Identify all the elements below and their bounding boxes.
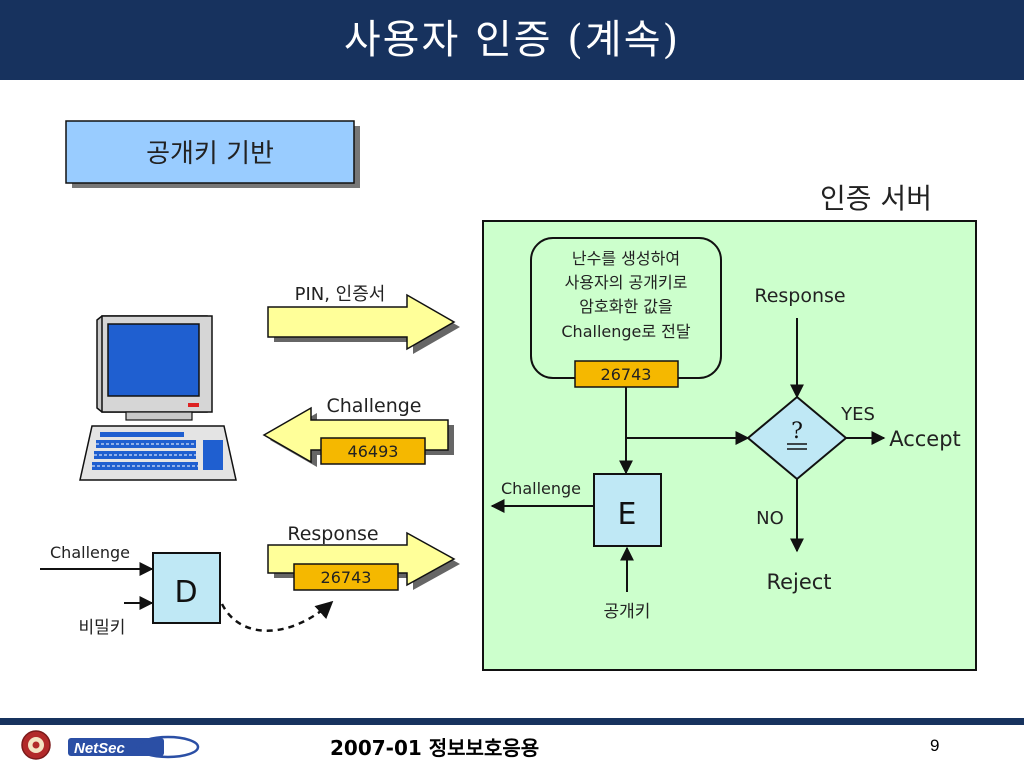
no-label: NO bbox=[756, 508, 784, 529]
challenge-value: 46493 bbox=[348, 442, 399, 461]
netsec-logo: NetSec bbox=[68, 735, 200, 759]
server-note-line-4: Challenge로 전달 bbox=[561, 322, 691, 341]
pin-cert-label: PIN, 인증서 bbox=[295, 284, 386, 305]
secret-key-label: 비밀키 bbox=[79, 618, 126, 638]
server-note-line-1: 난수를 생성하여 bbox=[572, 249, 680, 268]
challenge-value-box bbox=[320, 437, 426, 465]
auth-server-panel bbox=[482, 220, 977, 671]
response-value-box bbox=[293, 563, 399, 591]
public-key-box bbox=[65, 120, 355, 184]
decrypt-box bbox=[152, 552, 221, 624]
footer-rule bbox=[0, 718, 1024, 725]
random-value: 26743 bbox=[601, 365, 652, 384]
server-note-line-2: 사용자의 공개키로 bbox=[565, 273, 688, 292]
client-challenge-label: Challenge bbox=[50, 543, 130, 562]
response-arrow-label: Response bbox=[287, 523, 378, 545]
university-seal-icon bbox=[21, 730, 51, 760]
server-response-label: Response bbox=[754, 285, 845, 307]
reject-label: Reject bbox=[766, 570, 831, 594]
encrypt-label: E bbox=[618, 497, 637, 532]
decrypt-label: D bbox=[174, 575, 197, 610]
title-bar bbox=[0, 0, 1024, 80]
public-key-input-label: 공개키 bbox=[604, 602, 651, 622]
computer-icon bbox=[79, 315, 237, 481]
encrypt-box bbox=[593, 473, 662, 547]
decision-symbol: ? bbox=[791, 419, 803, 444]
challenge-arrow-label: Challenge bbox=[327, 395, 422, 417]
server-label: 인증 서버 bbox=[820, 182, 932, 215]
response-value: 26743 bbox=[321, 568, 372, 587]
server-note-line-3: 암호화한 값을 bbox=[579, 297, 672, 316]
decrypt-to-response-arrow bbox=[220, 600, 334, 632]
pin-cert-arrow bbox=[267, 293, 456, 351]
accept-label: Accept bbox=[889, 427, 961, 451]
yes-label: YES bbox=[840, 404, 875, 425]
page-title: 사용자 인증 (계속) bbox=[343, 17, 681, 63]
footer-course-label: 2007-01 정보보호응용 bbox=[330, 736, 540, 760]
page-number: 9 bbox=[930, 736, 940, 755]
netsec-logo-text: NetSec bbox=[74, 740, 126, 757]
public-key-box-label: 공개키 기반 bbox=[146, 139, 274, 169]
server-challenge-label: Challenge bbox=[501, 479, 581, 498]
